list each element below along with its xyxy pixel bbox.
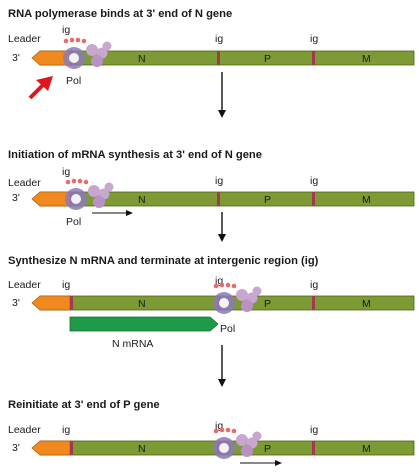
red-arrow-icon bbox=[28, 76, 53, 100]
gene-label-p: P bbox=[264, 194, 271, 206]
direction-arrow-icon bbox=[240, 460, 282, 466]
gene-label-m: M bbox=[362, 53, 371, 65]
panel-terminate: Synthesize N mRNA and terminate at inter… bbox=[8, 255, 415, 387]
ig-marker bbox=[312, 296, 315, 310]
gene-label-p: P bbox=[264, 53, 271, 65]
ig-marker bbox=[312, 51, 315, 65]
polymerase-complex-icon bbox=[213, 282, 262, 314]
down-arrow-icon bbox=[218, 345, 226, 387]
gene-label-n: N bbox=[138, 443, 146, 455]
ig-label: ig bbox=[62, 24, 70, 36]
gene-label-m: M bbox=[362, 443, 371, 455]
polymerase-complex-icon bbox=[65, 178, 114, 210]
ig-marker bbox=[217, 192, 220, 206]
ig-label: ig bbox=[62, 424, 70, 436]
ig-marker bbox=[312, 192, 315, 206]
gene-label-n: N bbox=[138, 194, 146, 206]
ig-marker bbox=[217, 51, 220, 65]
ig-label: ig bbox=[215, 275, 223, 287]
ig-label: ig bbox=[215, 420, 223, 432]
panel-title: RNA polymerase binds at 3' end of N gene bbox=[8, 8, 232, 20]
leader-segment bbox=[31, 295, 71, 311]
leader-label: Leader bbox=[8, 424, 41, 436]
ig-label: ig bbox=[62, 166, 70, 178]
leader-segment bbox=[31, 440, 71, 456]
gene-label-n: N bbox=[138, 53, 146, 65]
ig-marker bbox=[70, 296, 73, 310]
three-prime-label: 3' bbox=[12, 442, 20, 454]
polymerase-complex-icon bbox=[63, 37, 112, 69]
gene-label-m: M bbox=[362, 298, 371, 310]
panel-bind: RNA polymerase binds at 3' end of N gene… bbox=[8, 8, 415, 118]
down-arrow-icon bbox=[218, 212, 226, 242]
ig-label: ig bbox=[62, 279, 70, 291]
leader-label: Leader bbox=[8, 279, 41, 291]
gene-label-n: N bbox=[138, 298, 146, 310]
ig-label: ig bbox=[215, 33, 223, 45]
panel-title: Initiation of mRNA synthesis at 3' end o… bbox=[8, 149, 262, 161]
pol-label: Pol bbox=[66, 216, 81, 228]
leader-label: Leader bbox=[8, 33, 41, 45]
n-mrna-transcript bbox=[69, 316, 219, 332]
panel-title: Synthesize N mRNA and terminate at inter… bbox=[8, 255, 319, 267]
leader-segment bbox=[31, 191, 71, 207]
gene-label-m: M bbox=[362, 194, 371, 206]
pol-label: Pol bbox=[66, 75, 81, 87]
leader-segment bbox=[31, 50, 71, 66]
mrna-label: N mRNA bbox=[112, 338, 153, 350]
polymerase-complex-icon bbox=[213, 427, 262, 459]
gene-label-p: P bbox=[264, 443, 271, 455]
direction-arrow-icon bbox=[92, 210, 133, 216]
ig-marker bbox=[312, 441, 315, 455]
ig-label: ig bbox=[215, 175, 223, 187]
ig-label: ig bbox=[310, 175, 318, 187]
pol-label: Pol bbox=[220, 323, 235, 335]
three-prime-label: 3' bbox=[12, 52, 20, 64]
gene-label-p: P bbox=[264, 298, 271, 310]
panel-initiate: Initiation of mRNA synthesis at 3' end o… bbox=[8, 149, 415, 242]
ig-marker bbox=[70, 441, 73, 455]
three-prime-label: 3' bbox=[12, 192, 20, 204]
panel-reinitiate: Reinitiate at 3' end of P gene Leader 3'… bbox=[8, 399, 415, 466]
ig-label: ig bbox=[310, 424, 318, 436]
ig-label: ig bbox=[310, 33, 318, 45]
leader-label: Leader bbox=[8, 177, 41, 189]
ig-label: ig bbox=[310, 279, 318, 291]
three-prime-label: 3' bbox=[12, 297, 20, 309]
down-arrow-icon bbox=[218, 72, 226, 118]
panel-title: Reinitiate at 3' end of P gene bbox=[8, 399, 160, 411]
